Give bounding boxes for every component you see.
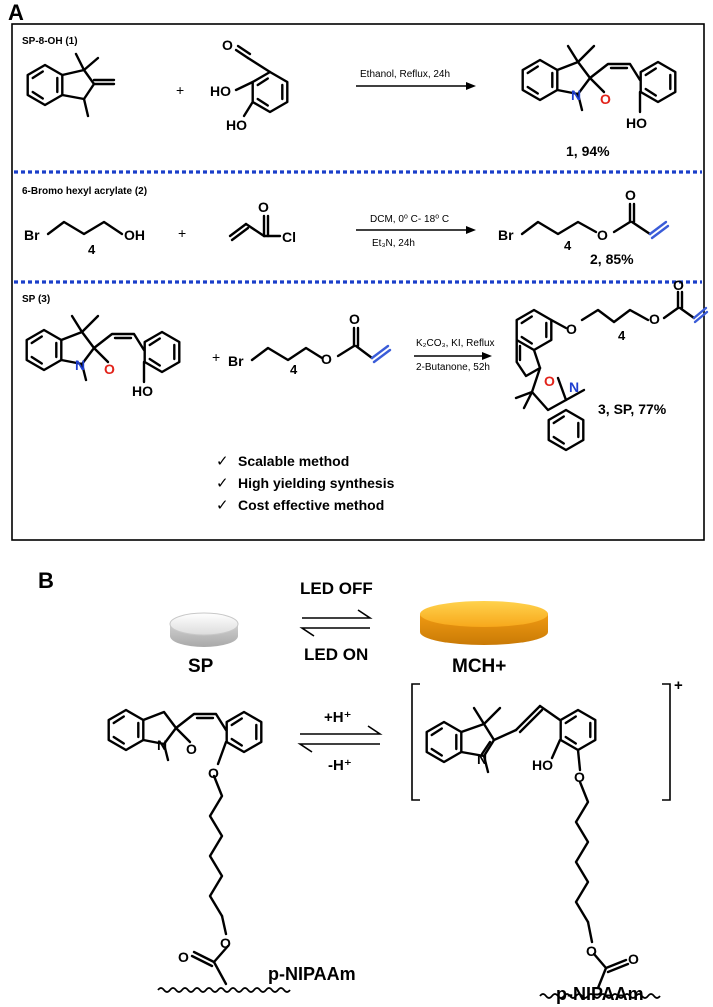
dihydroxybenzaldehyde-structure	[234, 44, 289, 118]
mch-label: MCH+	[452, 656, 506, 677]
sp-label: SP	[188, 656, 214, 677]
reaction-arrow-1	[356, 82, 476, 90]
orange-disc-icon	[420, 601, 548, 645]
row1-title: SP-8-OH (1)	[22, 36, 78, 47]
led-on-label: LED ON	[304, 645, 368, 664]
atom-br-3: Br	[228, 353, 244, 369]
atom-ho-2: HO	[226, 117, 247, 133]
atom-n-sp: N	[157, 737, 167, 753]
checklist-item-3: Cost effective method	[238, 497, 384, 513]
atom-o-carbonyl-mch: O	[628, 951, 639, 967]
row2-product-label: 2, 85%	[590, 251, 634, 267]
atom-o-ester-mch: O	[586, 943, 597, 959]
row3-conditions-bottom: 2-Butanone, 52h	[416, 362, 490, 373]
checklist-item-2: High yielding synthesis	[238, 475, 395, 491]
panel-a-letter: A	[8, 0, 24, 25]
atom-o-ether-product3: O	[566, 321, 577, 337]
plus-h-label: +H⁺	[324, 709, 352, 726]
atom-oh-1: OH	[124, 227, 145, 243]
polymer-label-left: p-NIPAAm	[268, 964, 356, 984]
atom-o-aldehyde: O	[222, 37, 233, 53]
chain-subscript-3: 4	[290, 362, 298, 377]
atom-ho-1: HO	[210, 83, 231, 99]
atom-n-mch: N	[477, 751, 487, 767]
checklist-item-1: Scalable method	[238, 453, 349, 469]
atom-o-carbonyl-1: O	[625, 187, 636, 203]
acryloyl-chloride-structure	[228, 214, 282, 242]
equilibrium-arrows-led	[299, 609, 373, 637]
atom-o-ester-1: O	[597, 227, 608, 243]
row2-title: 6-Bromo hexyl acrylate (2)	[22, 186, 147, 197]
check-icon: ✓	[216, 475, 229, 492]
atom-o-ester-2: O	[321, 351, 332, 367]
white-disc-icon	[169, 612, 239, 647]
polymer-backbone-right	[539, 993, 661, 999]
led-off-label: LED OFF	[300, 579, 373, 598]
fischer-base-structure	[26, 52, 116, 118]
atom-o-acyl: O	[258, 199, 269, 215]
row2-conditions-top: DCM, 0⁰ C- 18⁰ C	[370, 214, 449, 225]
sp-monomer-product-structure	[514, 290, 709, 452]
atom-n-product1: N	[571, 87, 581, 103]
chain-subscript-1: 4	[88, 242, 96, 257]
atom-o-ether-mch: O	[574, 769, 585, 785]
equilibrium-arrows-proton	[297, 725, 383, 753]
merocyanine-bracket	[411, 683, 671, 801]
atom-o-ring-product3: O	[544, 373, 555, 389]
check-icon: ✓	[216, 453, 229, 470]
atom-o-ester-3: O	[649, 311, 660, 327]
chain-subscript-4: 4	[618, 328, 626, 343]
atom-o-reactant3: O	[104, 361, 115, 377]
checklist: ✓ Scalable method ✓ High yielding synthe…	[216, 453, 395, 514]
panel-a-frame	[11, 23, 705, 541]
sp8oh-reactant-structure	[25, 314, 181, 384]
bromohexanol-structure	[46, 220, 124, 236]
check-icon: ✓	[216, 497, 229, 514]
sp8oh-product-structure	[521, 44, 677, 114]
atom-br-2: Br	[498, 227, 514, 243]
atom-o-carbonyl-2: O	[349, 311, 360, 327]
minus-h-label: -H⁺	[328, 757, 352, 774]
atom-o-carbonyl-3: O	[673, 277, 684, 293]
bromohexyl-acrylate-structure	[520, 202, 670, 240]
atom-cl: Cl	[282, 229, 296, 245]
chain-subscript-2: 4	[564, 238, 572, 253]
row2-conditions-bottom: Et₃N, 24h	[372, 238, 415, 249]
atom-br-1: Br	[24, 227, 40, 243]
bromohexyl-acrylate-reactant-structure	[250, 326, 392, 364]
atom-o-carbonyl-sp: O	[178, 949, 189, 965]
atom-ho-product1: HO	[626, 115, 647, 131]
atom-n-reactant3: N	[75, 357, 85, 373]
atom-o-product1: O	[600, 91, 611, 107]
row1-conditions: Ethanol, Reflux, 24h	[360, 69, 450, 80]
row1-product-label: 1, 94%	[566, 143, 610, 159]
atom-o-ether-sp: O	[208, 765, 219, 781]
row3-product-label: 3, SP, 77%	[598, 401, 667, 417]
panel-b-letter: B	[38, 568, 54, 593]
reaction-arrow-3	[414, 352, 492, 360]
merocyanine-open-structure	[425, 704, 630, 990]
reaction-arrow-2	[356, 226, 476, 234]
polymer-label-right: p-NIPAAm	[556, 984, 644, 1004]
polymer-backbone-left	[157, 987, 291, 993]
atom-o-ester-sp: O	[220, 935, 231, 951]
row1-plus: +	[176, 82, 184, 98]
row3-title: SP (3)	[22, 294, 50, 305]
atom-ho-reactant3: HO	[132, 383, 153, 399]
atom-ho-mch: HO	[532, 757, 553, 773]
row3-conditions-top: K₂CO₃, KI, Reflux	[416, 338, 495, 349]
row3-plus: +	[212, 349, 220, 365]
row2-plus: +	[178, 225, 186, 241]
atom-o-ring-sp: O	[186, 741, 197, 757]
charge-symbol: +	[674, 677, 683, 694]
spiropyran-closed-structure	[107, 708, 263, 986]
atom-n-product3: N	[569, 379, 579, 395]
